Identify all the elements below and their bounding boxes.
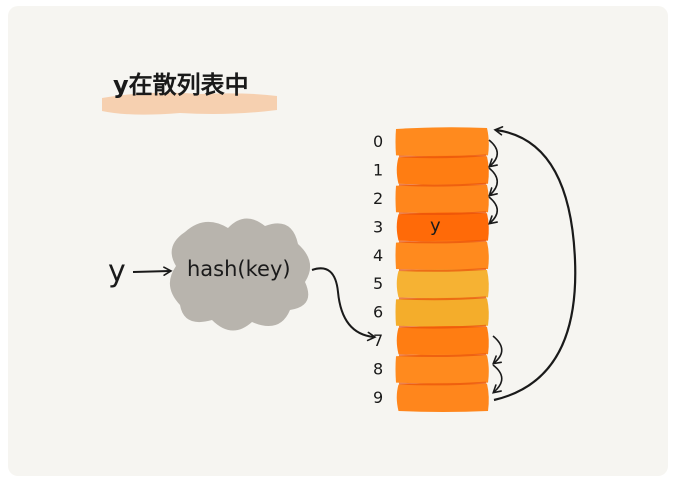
hash-slot-divider [398, 324, 487, 329]
hash-index-1: 1 [373, 161, 383, 180]
hash-index-5: 5 [373, 274, 383, 293]
hash-index-7: 7 [373, 331, 383, 350]
hash-function-cloud: hash(key) [169, 218, 311, 331]
hash-slot-0 [395, 127, 489, 157]
hash-index-0: 0 [373, 132, 383, 151]
title-highlight [102, 92, 277, 115]
hash-table-indices: 0 1 2 3 4 5 6 7 8 9 [373, 132, 383, 407]
hash-slot-9 [396, 382, 489, 412]
hash-slot-4 [395, 240, 489, 270]
hash-slot-3 [396, 212, 489, 242]
hash-slot-divider [398, 239, 487, 244]
hash-slot-2 [395, 184, 489, 214]
hash-table [395, 127, 489, 412]
probe-arrow-0-1 [488, 139, 499, 168]
hash-slot-divider [398, 182, 487, 187]
probe-arrow-1-2 [488, 167, 499, 197]
probe-arrows [488, 126, 577, 402]
title-group: y在散列表中 [102, 71, 277, 115]
slot-3-value: y [430, 215, 441, 236]
title-text: y在散列表中 [113, 71, 249, 99]
probe-arrow-8-9 [492, 364, 503, 394]
card-background [8, 6, 668, 476]
hash-index-9: 9 [373, 388, 383, 407]
hash-slot-6 [395, 297, 489, 327]
probe-arrow-9-0-wrap [493, 126, 577, 402]
hash-slot-divider [398, 154, 487, 159]
hash-index-3: 3 [373, 217, 383, 236]
hash-to-slot-arrow [311, 267, 377, 342]
cloud-shape [169, 218, 311, 331]
hash-slot-divider [398, 381, 487, 386]
hash-slot-8 [395, 354, 489, 384]
probe-arrow-7-8 [491, 335, 503, 365]
input-arrow [132, 266, 173, 276]
hash-slot-divider [398, 211, 487, 215]
hash-slot-divider [398, 268, 487, 272]
hash-index-4: 4 [373, 246, 383, 265]
hash-slot-7 [396, 326, 489, 356]
hash-slot-divider [398, 296, 487, 301]
hash-function-label: hash(key) [187, 257, 291, 281]
input-key-label: y [108, 254, 126, 289]
probe-arrow-2-3 [488, 196, 499, 225]
hash-slot-1 [396, 155, 489, 185]
hash-slot-divider [398, 353, 487, 357]
hash-index-2: 2 [373, 189, 383, 208]
hash-slot-5 [396, 269, 489, 299]
hash-index-6: 6 [373, 303, 383, 322]
hash-index-8: 8 [373, 359, 383, 378]
